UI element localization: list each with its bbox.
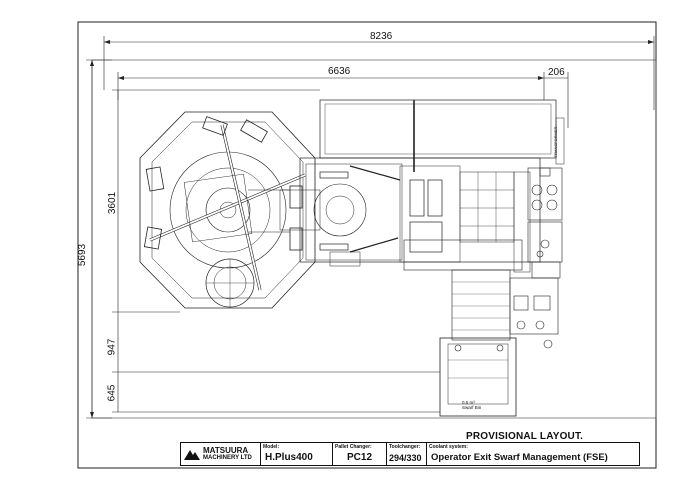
- dimension-ticks: [90, 40, 654, 418]
- toolchanger-label: Toolchanger:: [389, 444, 421, 450]
- coolant-label: Coolant system:: [429, 444, 468, 450]
- swarf-bin-label: 0,5 m³ Swarf Bin: [462, 400, 481, 410]
- company-logo-icon: [184, 450, 200, 460]
- inner-border: [91, 59, 657, 419]
- company-sub: MACHINERY LTD: [203, 455, 252, 461]
- dim-machine-width: 6636: [328, 66, 351, 77]
- electrical-cabinet: [527, 117, 565, 279]
- dim-machine-height: 3601: [107, 191, 119, 215]
- dim-offset-right: 206: [548, 67, 565, 78]
- dim-overall-height: 5693: [77, 243, 89, 267]
- coolant-value: Operator Exit Swarf Management (FSE): [431, 452, 608, 463]
- dim-lower-offset: 947: [106, 338, 118, 356]
- swarf-conveyor: [439, 250, 559, 417]
- dim-overall-width: 8236: [370, 31, 393, 42]
- company-logo: MATSUURA MACHINERY LTD: [181, 443, 261, 465]
- title-block: MATSUURA MACHINERY LTD Model: H.Plus400 …: [180, 442, 640, 466]
- pallet-cell: Pallet Changer: PC12: [333, 443, 387, 465]
- pallet-label: Pallet Changer:: [335, 444, 372, 450]
- transformer-label: TRANSFORMER: [553, 126, 558, 158]
- swarf-bin-name: Swarf Bin: [462, 405, 482, 410]
- dimension-lines: [86, 36, 655, 419]
- model-cell: Model: H.Plus400: [261, 443, 333, 465]
- dim-bottom-offset: 645: [106, 384, 118, 402]
- pallet-changer: [139, 111, 316, 309]
- model-label: Model:: [263, 444, 280, 450]
- machine-body: [279, 99, 557, 273]
- toolchanger-cell: Toolchanger: 294/330: [387, 443, 427, 465]
- sheet-border: [77, 21, 657, 469]
- pallet-value: PC12: [347, 452, 373, 463]
- company-name: MATSUURA: [203, 446, 249, 455]
- toolchanger-value: 294/330: [389, 453, 422, 463]
- provisional-layout-note: PROVISIONAL LAYOUT.: [466, 431, 584, 442]
- coolant-cell: Coolant system: Operator Exit Swarf Mana…: [427, 443, 639, 465]
- model-value: H.Plus400: [265, 452, 313, 463]
- swarf-bin-volume: 0,5 m³: [462, 400, 475, 405]
